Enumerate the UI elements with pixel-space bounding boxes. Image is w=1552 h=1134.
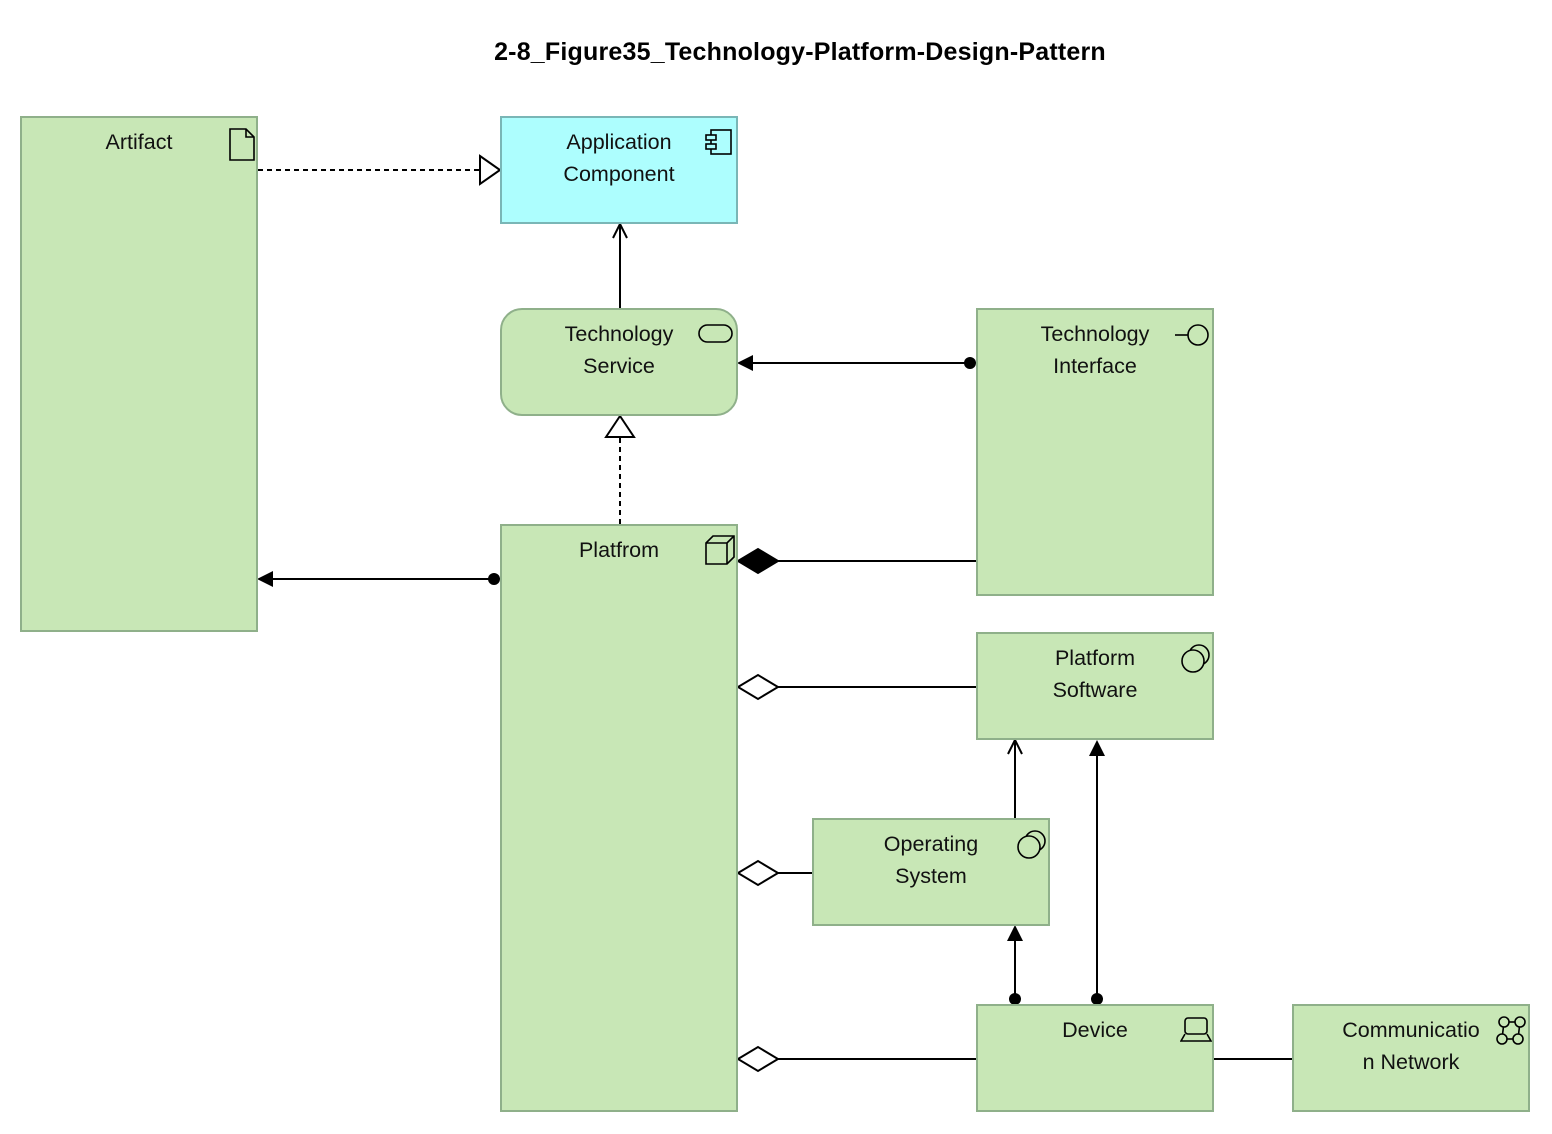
system-software-icon xyxy=(1181,644,1210,673)
operating-system-label: Operating System xyxy=(814,828,1048,892)
comm-network-element[interactable]: Communicatio n Network xyxy=(1292,1004,1530,1112)
assignment-device-to-operating-system[interactable] xyxy=(1007,925,1023,1005)
assignment-platform-to-artifact[interactable] xyxy=(257,571,500,587)
network-icon xyxy=(1496,1016,1526,1045)
device-label-line-1: Device xyxy=(1062,1018,1128,1042)
assignment-device-to-platform-software[interactable] xyxy=(1089,740,1105,1005)
tech-service-label-line-1: Technology xyxy=(564,322,674,346)
device-icon xyxy=(1180,1017,1212,1042)
platform-element[interactable]: Platfrom xyxy=(500,524,738,1112)
realization-artifact-to-app-component[interactable] xyxy=(258,154,502,186)
platform-software-element[interactable]: Platform Software xyxy=(976,632,1214,740)
platform-software-label-line-1: Platform xyxy=(1054,646,1136,670)
artifact-label: Artifact xyxy=(22,126,256,158)
tech-service-label-line-2: Service xyxy=(583,354,655,378)
aggregation-platform-platform-software[interactable] xyxy=(736,673,976,701)
device-element[interactable]: Device xyxy=(976,1004,1214,1112)
realization-platform-to-tech-service[interactable] xyxy=(604,414,636,524)
comm-network-label: Communicatio n Network xyxy=(1294,1014,1528,1078)
aggregation-platform-device[interactable] xyxy=(736,1045,976,1073)
tech-interface-element[interactable]: Technology Interface xyxy=(976,308,1214,596)
operating-system-element[interactable]: Operating System xyxy=(812,818,1050,926)
comm-network-label-line-2: n Network xyxy=(1362,1050,1460,1074)
node-icon xyxy=(705,535,735,565)
tech-interface-label: Technology Interface xyxy=(978,318,1212,382)
artifact-element[interactable]: Artifact xyxy=(20,116,258,632)
platform-label-line-1: Platfrom xyxy=(578,538,660,562)
component-icon xyxy=(705,129,732,155)
composition-platform-tech-interface[interactable] xyxy=(736,547,976,575)
tech-interface-label-line-1: Technology xyxy=(1040,322,1150,346)
comm-network-label-line-1: Communicatio xyxy=(1342,1018,1480,1042)
app-component-element[interactable]: Application Component xyxy=(500,116,738,224)
tech-service-label: Technology Service xyxy=(502,318,736,382)
app-component-label-line-2: Component xyxy=(563,162,675,186)
serving-tech-service-to-app-component[interactable] xyxy=(612,221,628,308)
artifact-label-line-1: Artifact xyxy=(105,130,173,154)
service-icon xyxy=(698,324,733,343)
aggregation-platform-operating-system[interactable] xyxy=(736,859,812,887)
platform-software-label-line-2: Software xyxy=(1052,678,1138,702)
artifact-icon xyxy=(229,128,255,161)
operating-system-label-line-2: System xyxy=(895,864,967,888)
interface-icon xyxy=(1175,324,1209,346)
system-software-icon xyxy=(1017,830,1046,859)
platform-software-label: Platform Software xyxy=(978,642,1212,706)
app-component-label-line-1: Application xyxy=(566,130,672,154)
tech-service-element[interactable]: Technology Service xyxy=(500,308,738,416)
app-component-label: Application Component xyxy=(502,126,736,190)
operating-system-label-line-1: Operating xyxy=(883,832,979,856)
serving-operating-system-to-platform-software[interactable] xyxy=(1007,737,1023,818)
diagram-title: 2-8_Figure35_Technology-Platform-Design-… xyxy=(494,38,1106,66)
device-label: Device xyxy=(978,1014,1212,1046)
assignment-tech-interface-to-tech-service[interactable] xyxy=(737,355,976,371)
tech-interface-label-line-2: Interface xyxy=(1053,354,1137,378)
platform-label: Platfrom xyxy=(502,534,736,566)
